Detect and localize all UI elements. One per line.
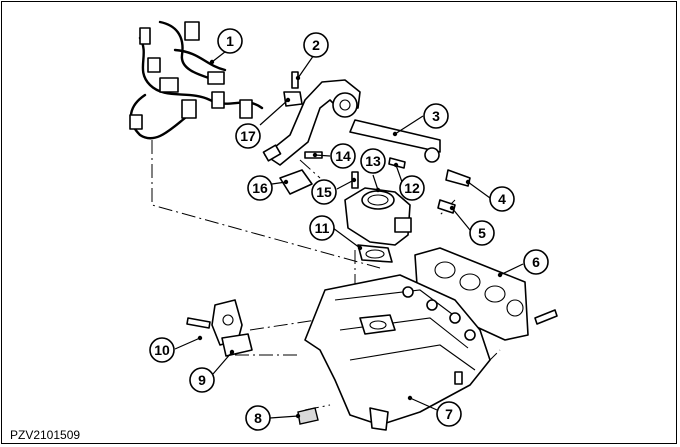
- callout-9: 9: [189, 367, 215, 393]
- callout-11: 11: [309, 215, 335, 241]
- svg-text:3: 3: [432, 108, 440, 124]
- throttle-body: [344, 187, 412, 246]
- svg-text:12: 12: [404, 180, 420, 196]
- harness-connector: [184, 21, 200, 41]
- bracket-16: [279, 169, 313, 195]
- figure-code: PZV2101509: [10, 428, 81, 442]
- gasket-11: [357, 244, 393, 263]
- intake-manifold: [304, 274, 491, 431]
- callout-16: 16: [247, 175, 273, 201]
- svg-text:16: 16: [252, 180, 268, 196]
- leader-lines: [174, 47, 524, 419]
- svg-text:6: 6: [532, 254, 540, 270]
- bolt-12: [388, 157, 406, 169]
- svg-text:15: 15: [316, 184, 332, 200]
- callout-12: 12: [399, 175, 425, 201]
- svg-text:14: 14: [335, 148, 351, 164]
- sensor-4: [445, 169, 471, 187]
- callout-2: 2: [303, 32, 329, 58]
- svg-text:2: 2: [312, 37, 320, 53]
- svg-text:5: 5: [478, 225, 486, 241]
- callout-3: 3: [423, 103, 449, 129]
- callout-7: 7: [436, 401, 462, 427]
- callout-14: 14: [330, 143, 356, 169]
- idle-air-control-valve: [186, 299, 253, 357]
- svg-text:9: 9: [198, 372, 206, 388]
- callout-8: 8: [245, 405, 271, 431]
- svg-text:4: 4: [498, 191, 506, 207]
- svg-text:10: 10: [154, 342, 170, 358]
- svg-text:8: 8: [254, 410, 262, 426]
- svg-text:1: 1: [226, 33, 234, 49]
- callout-13: 13: [360, 148, 386, 174]
- bolt-2: [291, 71, 299, 89]
- svg-text:11: 11: [315, 220, 330, 236]
- wiring-harness: [129, 20, 264, 140]
- svg-text:13: 13: [365, 153, 381, 169]
- svg-text:17: 17: [240, 128, 256, 144]
- callout-15: 15: [311, 179, 337, 205]
- callout-4: 4: [489, 186, 515, 212]
- stud: [534, 309, 558, 325]
- callout-1: 1: [217, 28, 243, 54]
- clamp-17: [283, 91, 303, 107]
- callout-5: 5: [469, 220, 495, 246]
- callout-6: 6: [523, 249, 549, 275]
- manifold-bolt: [454, 371, 463, 385]
- plug-8: [297, 407, 319, 425]
- svg-text:7: 7: [445, 406, 453, 422]
- callout-17: 17: [235, 123, 261, 149]
- callout-10: 10: [149, 337, 175, 363]
